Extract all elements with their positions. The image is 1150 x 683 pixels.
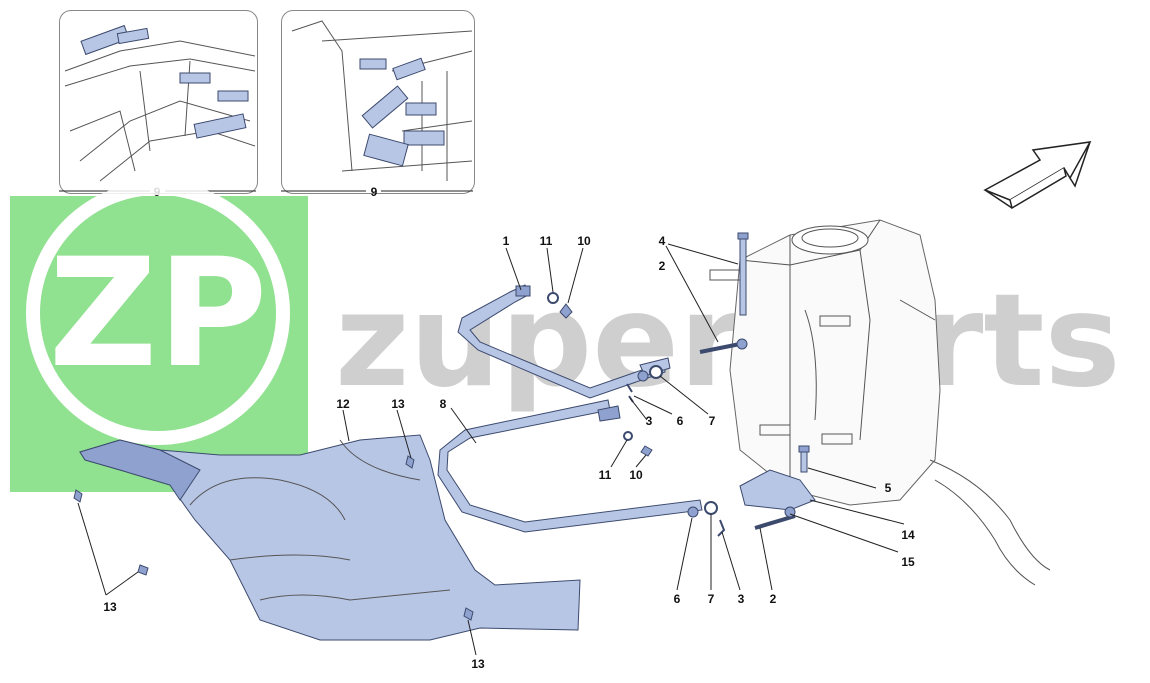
bushing <box>687 506 699 518</box>
hardware <box>73 232 816 621</box>
pin <box>699 342 741 354</box>
insulation-pad <box>217 90 249 102</box>
insulation-pad <box>405 102 437 116</box>
callout-washer-upper: 11 <box>540 234 553 248</box>
washer <box>704 501 718 515</box>
callout-fastener-bottom: 13 <box>471 657 485 671</box>
callout-bushing-upper: 6 <box>677 414 684 428</box>
pin-head <box>736 338 748 350</box>
callout-fastener-top: 13 <box>391 397 405 411</box>
insulation-pad <box>116 27 150 45</box>
fastener <box>73 489 83 503</box>
callout-strap-upper: 1 <box>503 234 510 248</box>
callout-pin-lower: 2 <box>770 592 777 606</box>
callout-pin-upper: 2 <box>659 259 666 273</box>
callout-clip-lower: 3 <box>738 592 745 606</box>
clip <box>717 519 726 537</box>
watermark-logo-letters: ZP <box>49 227 268 401</box>
insulation-pad <box>403 130 445 146</box>
inset-frame-front <box>59 10 258 194</box>
watermark-logo-ring <box>26 181 290 445</box>
fuel-tank <box>709 219 1051 586</box>
washer <box>623 431 633 441</box>
inset-label-right: 9 <box>371 185 378 199</box>
inset-front-drawing <box>64 24 256 182</box>
fastener <box>137 564 149 576</box>
callout-shield: 12 <box>336 397 350 411</box>
callout-bracket: 14 <box>901 528 915 542</box>
callout-bushing-lower: 6 <box>674 592 681 606</box>
callout-clip-upper: 3 <box>646 414 653 428</box>
callout-screw-lower: 10 <box>629 468 643 482</box>
leader-lines <box>77 243 905 656</box>
watermark: ZP zuperparts <box>10 181 1121 492</box>
callout-fastener-left: 13 <box>103 600 117 614</box>
pin <box>754 514 796 530</box>
orientation-arrow <box>983 141 1092 210</box>
bolt-shaft <box>739 238 747 316</box>
bolt-head <box>798 445 810 453</box>
fastener <box>463 607 474 621</box>
screw <box>640 445 653 457</box>
callout-bracket-pin: 15 <box>901 555 915 569</box>
callout-labels: 1 11 10 4 2 3 6 7 8 11 10 12 13 13 13 5 … <box>103 234 915 671</box>
insulation-pad <box>359 58 387 70</box>
insulation-pad <box>179 72 211 84</box>
inset-rear-drawing <box>291 20 473 181</box>
callout-screw-upper: 10 <box>577 234 591 248</box>
mount-bracket <box>739 469 816 511</box>
callout-bolt-bracket: 5 <box>885 481 892 495</box>
washer <box>547 292 559 304</box>
insulation-pad <box>361 85 409 129</box>
bolt-shaft <box>800 451 808 473</box>
callout-washer-lower-right: 7 <box>708 592 715 606</box>
washer <box>649 365 663 379</box>
screw <box>559 303 573 319</box>
insulation-pad <box>193 113 247 139</box>
insulation-pad <box>392 57 426 81</box>
inset-frame-rear <box>281 10 475 194</box>
callout-bolt-tank: 4 <box>659 234 666 248</box>
fastener <box>405 455 415 469</box>
callout-washer-upper-right: 7 <box>709 414 716 428</box>
bushing <box>637 370 649 382</box>
strap-lower <box>437 399 703 533</box>
watermark-text: zuperparts <box>335 267 1121 416</box>
callout-washer-lower: 11 <box>599 468 612 482</box>
callout-strap-lower: 8 <box>440 397 447 411</box>
heat-shield <box>79 434 581 641</box>
insulation-pad <box>363 133 409 167</box>
